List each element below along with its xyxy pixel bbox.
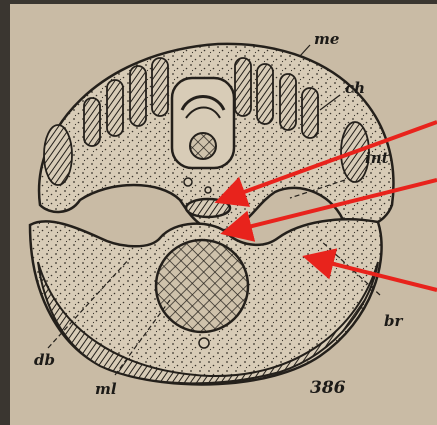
notochord [172,78,234,168]
ventral-vessel [199,338,209,348]
label-ch: ch [345,79,365,97]
crosshatched-mass [156,240,248,332]
label-db: db [34,351,55,369]
paper-shadow-edge [0,0,10,425]
label-br: br [384,312,403,330]
intestine [186,199,230,217]
figure-number: 386 [310,378,346,398]
label-ml: ml [95,380,117,398]
label-me: me [314,30,339,48]
label-int: int [365,149,389,167]
